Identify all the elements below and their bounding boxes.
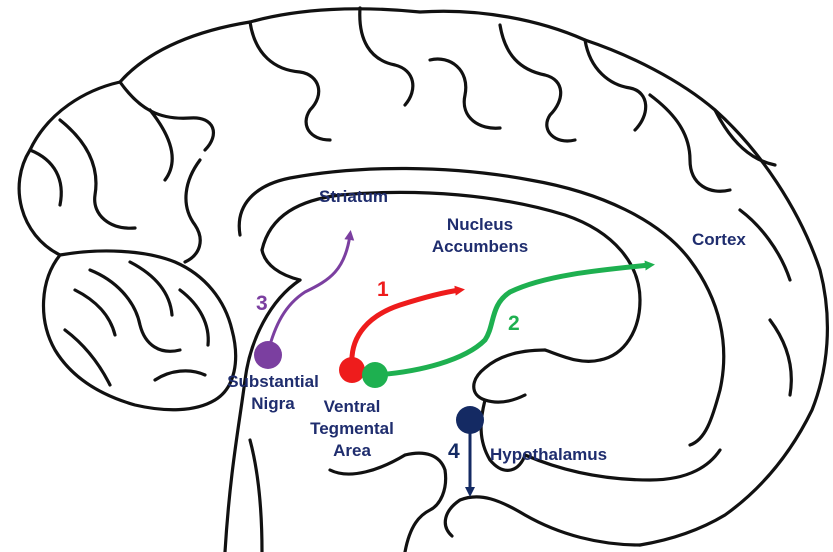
sulcus <box>185 160 200 262</box>
sulcus <box>60 120 135 228</box>
sulcus <box>430 59 500 128</box>
sulcus <box>740 210 790 280</box>
label-substantia-nigra-line1: Substantial <box>212 371 334 393</box>
brainstem-inner <box>250 440 262 552</box>
brainstem-front <box>405 453 446 552</box>
sulcus <box>360 8 413 105</box>
pathway-1-number: 1 <box>377 278 389 302</box>
pathway-3-number: 3 <box>256 292 268 316</box>
cerebellum-folia <box>65 330 110 385</box>
cerebellum-folia <box>180 290 208 345</box>
sulcus <box>500 25 575 141</box>
label-vta-line3: Area <box>296 440 408 462</box>
substantia-nigra-node <box>254 341 282 369</box>
label-vta-line1: Ventral <box>296 396 408 418</box>
sulcus <box>650 95 730 191</box>
cerebellum-folia <box>155 371 205 380</box>
pathway-1-line <box>352 290 460 365</box>
sulcus <box>585 40 646 130</box>
label-nucleus-accumbens-line2: Accumbens <box>420 236 540 258</box>
label-nucleus-accumbens: Nucleus Accumbens <box>420 214 540 258</box>
pathway-3-line <box>268 235 350 352</box>
sulcus <box>30 150 61 205</box>
frontal-base-contour <box>445 497 640 545</box>
sulcus <box>770 320 791 395</box>
label-nucleus-accumbens-line1: Nucleus <box>420 214 540 236</box>
label-striatum: Striatum <box>319 186 388 208</box>
pathway-2-number: 2 <box>508 312 520 336</box>
sulcus <box>250 22 330 140</box>
brain-outline <box>19 8 827 552</box>
cerebellum-folia <box>75 290 115 335</box>
pathway-4-number: 4 <box>448 440 460 464</box>
vta-red-node <box>339 357 365 383</box>
label-hypothalamus: Hypothalamus <box>490 444 607 466</box>
corpus-callosum-lower <box>262 250 300 280</box>
sulcus <box>150 110 172 180</box>
thalamic-contour <box>474 350 545 402</box>
label-vta-line2: Tegmental <box>296 418 408 440</box>
cerebellum-folia <box>130 262 172 315</box>
label-vta: Ventral Tegmental Area <box>296 396 408 462</box>
hypothalamus-node <box>456 406 484 434</box>
vta-green-node <box>362 362 388 388</box>
brainstem-back <box>225 280 300 552</box>
label-cortex: Cortex <box>692 229 746 251</box>
